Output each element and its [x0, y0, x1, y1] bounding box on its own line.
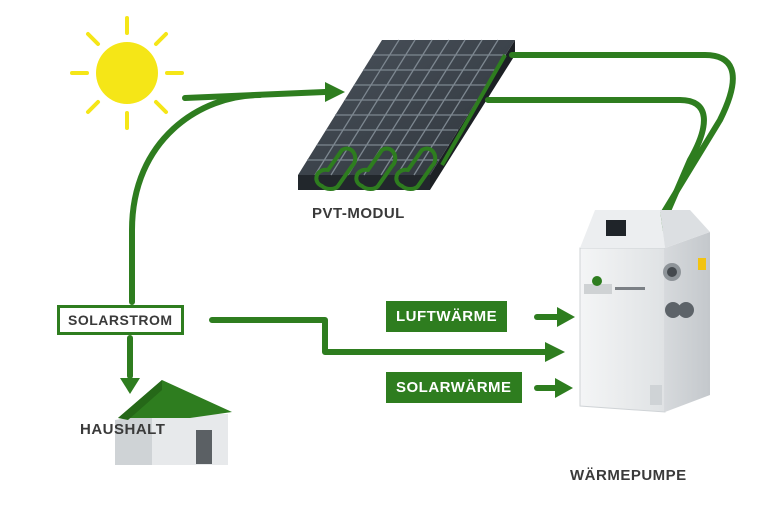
haushalt-label: HAUSHALT — [80, 421, 166, 438]
pvt-modul-label: PVT-MODUL — [312, 205, 405, 222]
house-icon — [115, 380, 232, 465]
solarstrom-box: SOLARSTROM — [57, 305, 184, 335]
solarwaerme-tag: SOLARWÄRME — [386, 372, 522, 403]
waermepumpe-label: WÄRMEPUMPE — [570, 467, 687, 484]
heat-pump-unit — [579, 210, 710, 413]
flow-lines — [127, 52, 736, 391]
luftwaerme-tag: LUFTWÄRME — [386, 301, 508, 332]
pvt-panel — [298, 39, 515, 191]
sun-icon — [70, 16, 184, 130]
arrow-heads — [120, 82, 575, 398]
